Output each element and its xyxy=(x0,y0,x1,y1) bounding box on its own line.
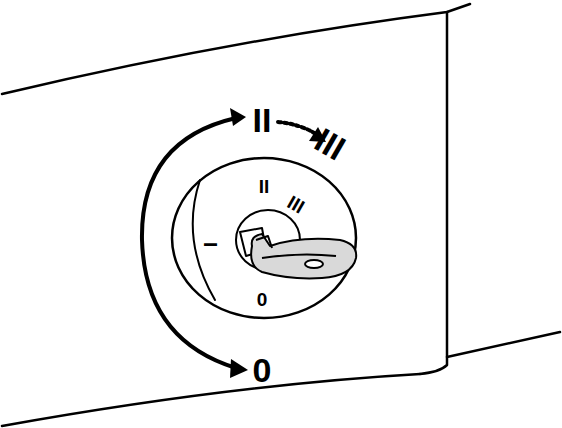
dial-marking: II xyxy=(259,177,270,196)
panel-bottom-edge xyxy=(2,374,420,426)
dial-marking: 0 xyxy=(257,290,268,309)
panel-top-edge xyxy=(2,4,470,94)
dotted-arrow xyxy=(278,122,316,134)
dial-marking: III xyxy=(284,192,307,216)
dial-marking: I xyxy=(202,241,221,246)
rotation-arc xyxy=(142,118,236,368)
key xyxy=(240,228,356,278)
dial-face xyxy=(172,158,356,318)
panel-corner-edge xyxy=(420,12,447,374)
arrowhead xyxy=(230,359,248,378)
arrowhead xyxy=(230,108,246,126)
position-label: 0 xyxy=(253,353,272,387)
position-label: II xyxy=(253,103,272,137)
dial-rim xyxy=(193,180,215,300)
position-label: III xyxy=(309,122,351,166)
panel-side-bottom-edge xyxy=(447,332,560,357)
